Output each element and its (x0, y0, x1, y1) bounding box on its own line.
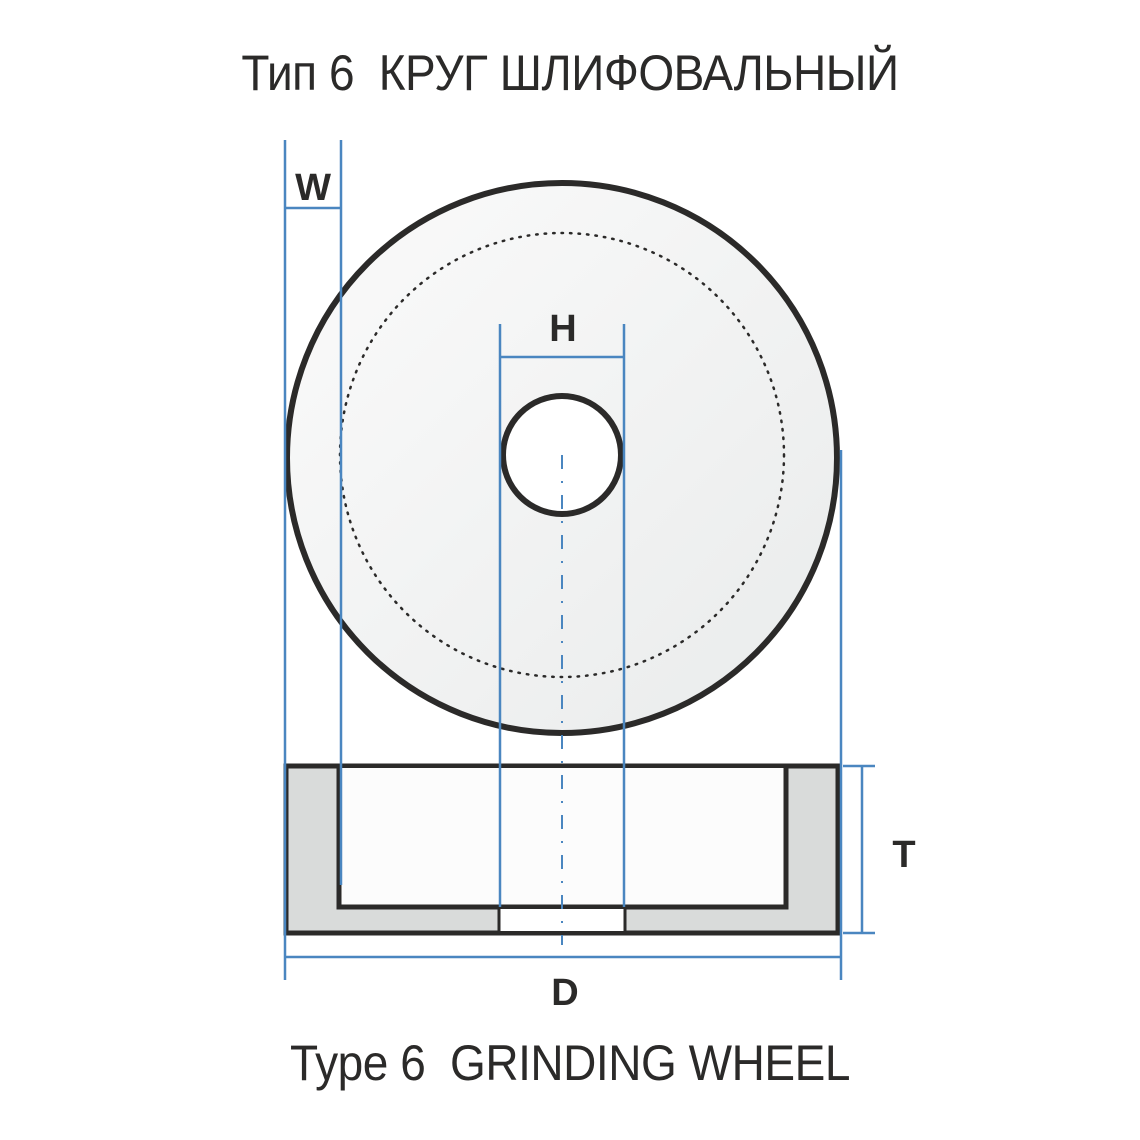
section-bore (500, 909, 624, 931)
dimension-lines (283, 140, 875, 980)
dimension-label-d: D (551, 972, 578, 1014)
dimension-label-w: W (295, 167, 331, 209)
section-recess (339, 768, 786, 907)
title-russian: Тип 6 КРУГ ШЛИФОВАЛЬНЫЙ (241, 45, 899, 101)
dimension-label-h: H (549, 308, 576, 350)
title-english: Type 6 GRINDING WHEEL (290, 1035, 850, 1091)
dimension-label-t: T (892, 834, 915, 876)
